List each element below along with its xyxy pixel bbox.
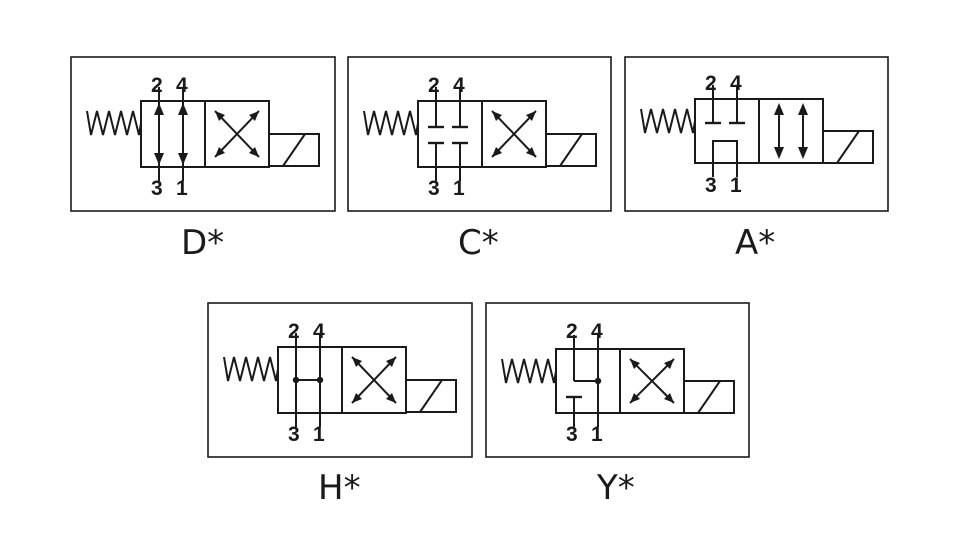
port-label-3: 3 [566, 423, 578, 446]
port-label-2: 2 [288, 320, 300, 343]
port-label-3: 3 [288, 423, 300, 446]
port-label-1: 1 [313, 423, 325, 446]
port-label-3: 3 [151, 177, 163, 200]
port-label-2: 2 [151, 74, 163, 97]
port-label-4: 4 [313, 320, 325, 343]
valve-a-frame [624, 56, 889, 212]
port-label-1: 1 [591, 423, 603, 446]
port-label-1: 1 [176, 177, 188, 200]
valve-caption: A* [735, 223, 775, 263]
valve-c: 2 4 3 1 C* [347, 56, 612, 263]
port-label-1: 1 [453, 177, 465, 200]
port-label-4: 4 [730, 72, 742, 95]
port-label-1: 1 [730, 174, 742, 197]
valve-caption: H* [318, 468, 361, 508]
port-label-3: 3 [428, 177, 440, 200]
valve-h: 2 4 3 1 H* [207, 302, 473, 508]
valve-caption: Y* [596, 468, 635, 508]
port-label-3: 3 [705, 174, 717, 197]
port-label-2: 2 [705, 72, 717, 95]
valve-y: 2 4 3 1 Y* [485, 302, 750, 508]
valve-a: 2 4 3 1 A* [624, 56, 889, 263]
port-label-2: 2 [566, 320, 578, 343]
valve-caption: C* [458, 223, 499, 263]
valve-caption: D* [181, 223, 224, 263]
port-label-4: 4 [453, 74, 465, 97]
port-label-4: 4 [591, 320, 603, 343]
port-label-4: 4 [176, 74, 188, 97]
valve-d: 2 4 3 1 D* [70, 56, 336, 263]
port-label-2: 2 [428, 74, 440, 97]
